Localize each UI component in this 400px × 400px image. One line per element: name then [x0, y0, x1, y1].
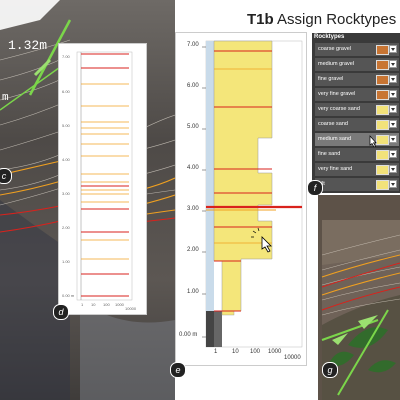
panel-f-badge: f: [307, 180, 323, 196]
e-ytick-0: 0.00 m: [179, 332, 198, 338]
rocktype-row-medium-gravel[interactable]: medium gravel: [315, 57, 399, 71]
e-ytick-3: 3.00: [187, 206, 199, 212]
rocktype-color-swatch[interactable]: [376, 90, 389, 100]
e-xtick-1: 1: [214, 349, 218, 355]
e-xtick-10000: 10000: [284, 355, 301, 361]
figure-title: T1b Assign Rocktypes: [247, 11, 396, 28]
rocktype-color-swatch[interactable]: [376, 180, 389, 190]
rocktype-row-very-fine-sand[interactable]: very fine sand: [315, 162, 399, 176]
d-ytick-2: 2.00: [62, 225, 70, 230]
rocktype-label: medium gravel: [318, 61, 355, 67]
pointer-cursor-icon: [369, 135, 377, 147]
rocktypes-header: Rocktypes: [314, 34, 345, 40]
d-ytick-1: 1.00: [62, 259, 70, 264]
rocktype-label: coarse gravel: [318, 46, 352, 52]
panel-g-badge: g: [322, 362, 338, 378]
e-xtick-1000: 1000: [268, 349, 282, 355]
chevron-down-icon[interactable]: [389, 165, 397, 173]
d-ytick-5: 5.00: [62, 123, 70, 128]
pointer-cursor-icon: [251, 227, 272, 253]
rocktype-color-swatch[interactable]: [376, 165, 389, 175]
panel-e-log-chart: [202, 40, 303, 348]
d-ytick-7: 7.00: [62, 54, 70, 59]
d-ytick-3: 3.00: [62, 191, 70, 196]
d-xtick-10: 10: [91, 302, 96, 307]
callout-c-badge: c: [0, 168, 12, 184]
d-ytick-4: 4.00: [62, 157, 70, 162]
d-ytick-6: 6.00: [62, 89, 70, 94]
e-ytick-5: 5.00: [187, 124, 199, 130]
e-xtick-100: 100: [250, 349, 261, 355]
e-ytick-6: 6.00: [187, 83, 199, 89]
rocktype-color-swatch[interactable]: [376, 105, 389, 115]
e-xtick-10: 10: [232, 349, 239, 355]
rocktype-color-swatch[interactable]: [376, 120, 389, 130]
d-ytick-0: 0.00 m: [62, 293, 75, 298]
rocktype-row-coarse-gravel[interactable]: coarse gravel: [315, 42, 399, 56]
chevron-down-icon[interactable]: [389, 75, 397, 83]
chevron-down-icon[interactable]: [389, 120, 397, 128]
rocktype-row-silt[interactable]: silt: [315, 177, 399, 191]
panel-e: 7.00 6.00 5.00 4.00 3.00 2.00 1.00 0.00 …: [176, 33, 306, 365]
chevron-down-icon[interactable]: [389, 60, 397, 68]
rocktype-row-fine-gravel[interactable]: fine gravel: [315, 72, 399, 86]
d-xtick-10000: 10000: [125, 306, 137, 311]
measurement-label: 1.32m: [8, 38, 48, 53]
d-xtick-1: 1: [81, 302, 84, 307]
partial-distance-label: m: [2, 92, 9, 104]
rocktype-color-swatch[interactable]: [376, 135, 389, 145]
figure-title-rest: Assign Rocktypes: [273, 11, 397, 28]
rocktype-color-swatch[interactable]: [376, 75, 389, 85]
rocktype-label: very fine sand: [318, 166, 353, 172]
chevron-down-icon[interactable]: [389, 150, 397, 158]
rocktype-color-swatch[interactable]: [376, 150, 389, 160]
chevron-down-icon[interactable]: [389, 45, 397, 53]
rocktype-row-coarse-sand[interactable]: coarse sand: [315, 117, 399, 131]
rocktype-label: medium sand: [318, 136, 352, 142]
d-xtick-1000: 1000: [115, 302, 124, 307]
panel-d-badge: d: [53, 304, 69, 320]
rocktype-row-very-fine-gravel[interactable]: very fine gravel: [315, 87, 399, 101]
rocktype-row-very-coarse-sand[interactable]: very coarse sand: [315, 102, 399, 116]
chevron-down-icon[interactable]: [389, 135, 397, 143]
rocktype-label: fine gravel: [318, 76, 344, 82]
e-ytick-4: 4.00: [187, 165, 199, 171]
rocktype-label: coarse sand: [318, 121, 348, 127]
rocktype-label: fine sand: [318, 151, 341, 157]
rocktype-row-fine-sand[interactable]: fine sand: [315, 147, 399, 161]
rocktype-row-medium-sand[interactable]: medium sand: [315, 132, 399, 147]
panel-e-badge: e: [170, 362, 186, 378]
rocktype-label: very coarse sand: [318, 106, 360, 112]
chevron-down-icon[interactable]: [389, 180, 397, 188]
chevron-down-icon[interactable]: [389, 105, 397, 113]
figure-title-bold: T1b: [247, 11, 274, 28]
rocktype-color-swatch[interactable]: [376, 60, 389, 70]
rocktype-label: very fine gravel: [318, 91, 356, 97]
rocktype-color-swatch[interactable]: [376, 45, 389, 55]
panel-d-log-chart: [76, 51, 133, 301]
e-ytick-2: 2.00: [187, 247, 199, 253]
e-ytick-1: 1.00: [187, 289, 199, 295]
chevron-down-icon[interactable]: [389, 90, 397, 98]
panel-d: 7.00 6.00 5.00 4.00 3.00 2.00 1.00 0.00 …: [59, 44, 146, 314]
rocktypes-panel: Rocktypes coarse gravel medium gravel fine…: [312, 33, 400, 193]
d-xtick-100: 100: [103, 302, 110, 307]
e-ytick-7: 7.00: [187, 42, 199, 48]
